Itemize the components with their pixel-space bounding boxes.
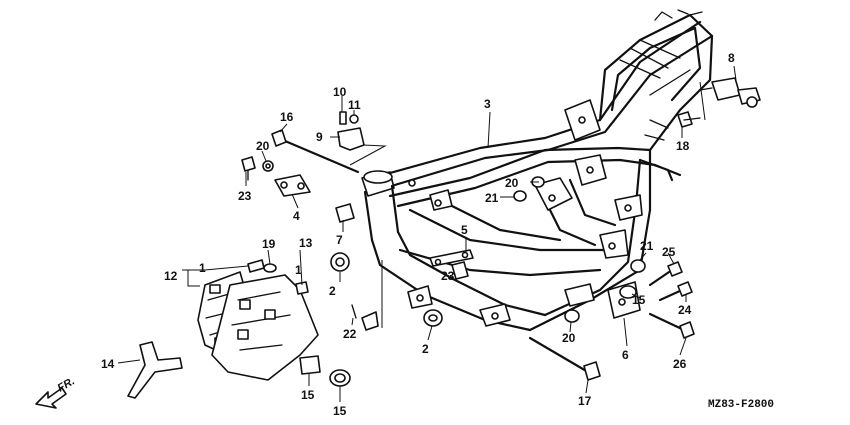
part-9-bracket — [337, 111, 365, 151]
callout-15-left: 15 — [301, 388, 315, 402]
callout-2-bottom: 2 — [422, 342, 429, 356]
part-17-bolt — [528, 336, 601, 381]
part-16-bolt — [271, 129, 360, 174]
part-15-grommets-bottom — [299, 355, 351, 387]
callout-1-left: 1 — [199, 261, 206, 275]
callout-18: 18 — [676, 139, 690, 153]
callout-21-right: 21 — [640, 239, 654, 253]
front-arrow-icon — [35, 387, 67, 409]
part-20-23-fasteners-left — [241, 156, 274, 181]
callout-10: 10 — [333, 85, 347, 99]
callout-24: 24 — [678, 303, 692, 317]
callout-3: 3 — [484, 97, 491, 111]
part-22-pin — [351, 304, 379, 331]
callout-11: 11 — [348, 98, 361, 112]
callout-20-right: 20 — [562, 331, 576, 345]
part-7-collar — [335, 203, 355, 223]
part-21-grommets — [513, 190, 646, 273]
part-19-fastener — [263, 263, 277, 273]
callout-19: 19 — [262, 237, 276, 251]
leader-lines — [117, 65, 737, 402]
callout-23-mid: 23 — [441, 269, 455, 283]
callout-25: 25 — [662, 245, 676, 259]
callout-20-mid: 20 — [505, 176, 519, 190]
callout-14: 14 — [101, 357, 115, 371]
callout-20-left: 20 — [256, 139, 270, 153]
part-24-25-26-bolts — [648, 261, 695, 339]
callout-5: 5 — [461, 223, 468, 237]
main-frame — [361, 9, 714, 332]
callout-13: 13 — [299, 236, 313, 250]
front-direction-label: FR. — [56, 375, 77, 394]
callout-labels: 8 18 10 11 9 16 20 23 4 7 3 5 23 21 20 2… — [101, 51, 735, 418]
diagram-code: MZ83-F2800 — [708, 399, 774, 411]
callout-6: 6 — [622, 348, 629, 362]
callout-9: 9 — [316, 130, 323, 144]
part-1-clips — [247, 259, 309, 295]
part-15-mount-right — [564, 283, 637, 307]
part-23-bolt-mid — [451, 261, 469, 280]
part-5-link — [429, 249, 474, 267]
part-4-plate — [274, 174, 311, 197]
callout-2-left: 2 — [329, 284, 336, 298]
callout-26: 26 — [673, 357, 687, 371]
part-2-mounts — [330, 252, 443, 327]
callout-17: 17 — [578, 394, 592, 408]
part-8-lock — [699, 77, 761, 108]
callout-4: 4 — [293, 209, 300, 223]
callout-15-bottom: 15 — [333, 404, 347, 418]
part-18-bolt — [677, 111, 701, 128]
part-13-cover — [211, 274, 319, 381]
callout-16: 16 — [280, 110, 294, 124]
callout-7: 7 — [336, 233, 343, 247]
callout-15-right: 15 — [632, 293, 646, 307]
callout-12: 12 — [164, 269, 178, 283]
callout-23-left: 23 — [238, 189, 252, 203]
callout-8: 8 — [728, 51, 735, 65]
callout-22: 22 — [343, 327, 357, 341]
front-direction-indicator: FR. — [35, 375, 77, 409]
callout-21-mid: 21 — [485, 191, 499, 205]
part-14-bracket — [127, 341, 183, 399]
callout-1-right: 1 — [295, 263, 302, 277]
